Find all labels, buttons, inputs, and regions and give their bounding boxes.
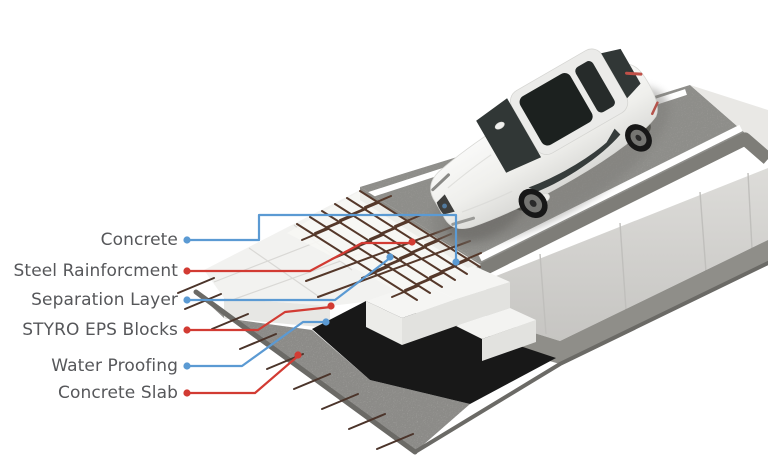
label-water-proofing: Water Proofing <box>0 355 178 377</box>
road-right-end-face <box>690 85 768 160</box>
label-styro-eps-blocks-text: STYRO EPS Blocks <box>22 320 178 340</box>
near-road-stripe <box>478 124 743 262</box>
leader-concrete <box>183 213 460 266</box>
car-windshield <box>476 98 542 173</box>
rebar-spikes <box>177 277 414 450</box>
leader-steel-reinforcement <box>183 238 416 275</box>
leader-separation-layer <box>183 253 394 304</box>
label-steel-reinforcement-text: Steel Rainforcment <box>13 261 178 281</box>
car-sunroof <box>519 73 593 146</box>
car-rear-wheel <box>625 124 652 152</box>
label-concrete-slab: Concrete Slab <box>0 382 178 404</box>
road-edge-band <box>479 132 768 276</box>
eps-front-faces <box>224 298 330 328</box>
car-mirror-far <box>494 121 505 130</box>
label-styro-eps-blocks: STYRO EPS Blocks <box>0 319 178 341</box>
road-structure <box>177 85 768 455</box>
wall-panel-seams <box>539 172 753 335</box>
label-concrete-text: Concrete <box>100 230 178 250</box>
label-concrete: Concrete <box>0 229 178 251</box>
car-rear-window <box>601 48 641 99</box>
car-taillight <box>625 71 643 76</box>
slab-bottom-edge <box>413 261 768 454</box>
car-glasshouse <box>476 48 641 173</box>
label-separation-layer-text: Separation Layer <box>31 290 178 310</box>
leader-styro-eps-blocks <box>183 302 335 334</box>
white-suv-car <box>430 48 670 246</box>
car-headlight-left <box>431 173 450 192</box>
slab-left-edge <box>193 289 418 455</box>
car-front-wheel <box>518 188 548 219</box>
leader-concrete-slab <box>183 351 302 397</box>
car-badge <box>442 203 447 209</box>
leader-water-proofing <box>183 318 330 370</box>
car-side-windows <box>528 128 621 192</box>
label-water-proofing-text: Water Proofing <box>51 356 178 376</box>
styro-eps-blocks <box>366 266 536 361</box>
label-separation-layer: Separation Layer <box>0 289 178 311</box>
label-steel-reinforcement: Steel Rainforcment <box>0 260 178 282</box>
label-concrete-slab-text: Concrete Slab <box>57 383 178 403</box>
side-wall <box>486 168 768 341</box>
leader-lines <box>183 213 460 397</box>
